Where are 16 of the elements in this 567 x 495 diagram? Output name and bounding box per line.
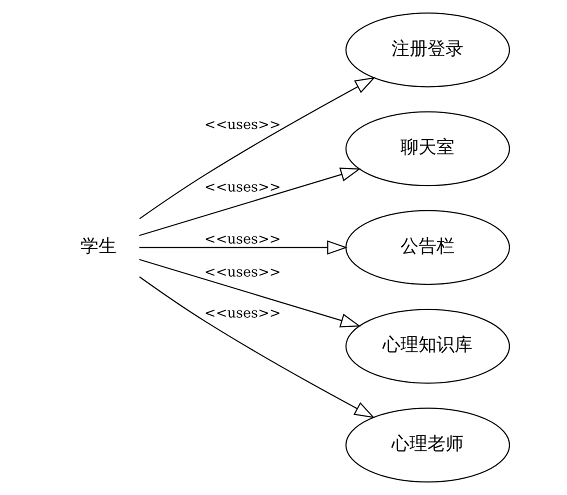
edge-label: <<uses>> <box>204 116 281 133</box>
arrow <box>139 240 348 255</box>
edge-label: <<uses>> <box>204 179 281 196</box>
edge-label: <<uses>> <box>204 264 281 281</box>
arrow <box>139 168 361 236</box>
node-ellipse: 注册登录 <box>345 12 510 88</box>
edge-label: <<uses>> <box>204 232 281 248</box>
arrow <box>139 276 375 418</box>
node-ellipse: 公告栏 <box>345 210 510 285</box>
node-ellipse: 心理老师 <box>345 408 510 483</box>
node-ellipse: 聊天室 <box>345 111 510 186</box>
node-text: 学生 <box>80 236 116 257</box>
edge-label: <<uses>> <box>204 305 281 322</box>
arrow <box>139 258 361 328</box>
arrow <box>139 77 376 220</box>
node-ellipse: 心理知识库 <box>345 308 510 384</box>
